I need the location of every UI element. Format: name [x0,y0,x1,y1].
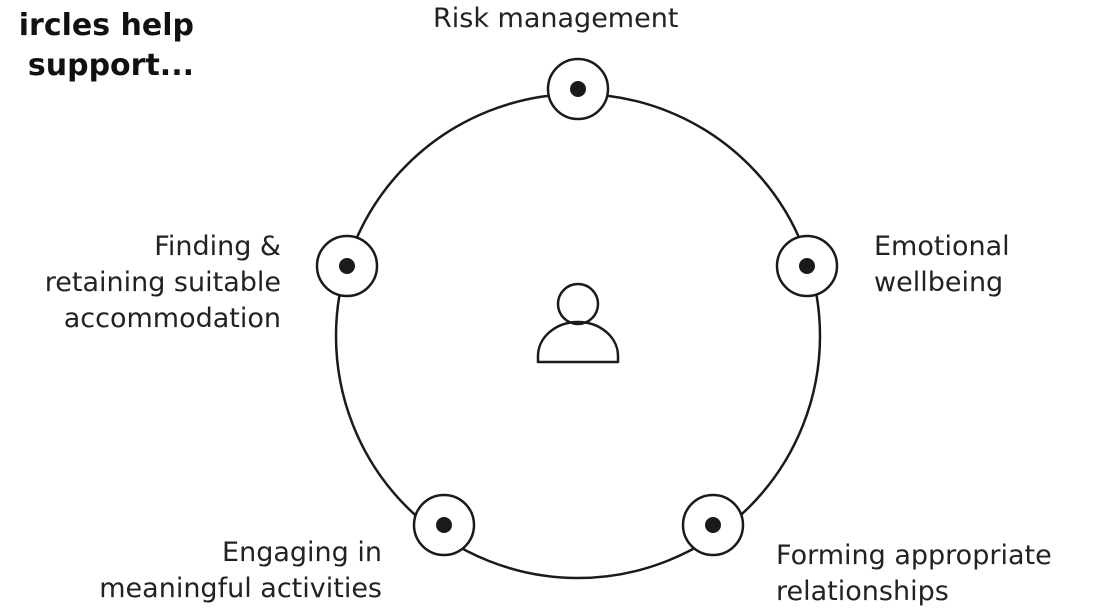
node-emotional-wellbeing-icon [775,234,839,298]
label-line: Engaging in [222,537,382,568]
node-risk-management-icon [546,57,610,121]
label-emotional-wellbeing: Emotional wellbeing [874,229,1010,301]
label-line: Risk management [433,3,679,34]
main-circle [334,92,822,580]
label-line: retaining suitable [44,267,281,298]
label-meaningful-activities: Engaging in meaningful activities [99,535,382,607]
label-relationships: Forming appropriate relationships [776,538,1052,610]
label-line: relationships [776,576,949,607]
label-accommodation: Finding & retaining suitable accommodati… [45,229,281,337]
label-line: Emotional [874,231,1010,262]
node-accommodation-icon [315,234,379,298]
node-relationships-icon [681,493,745,557]
label-line: wellbeing [874,267,1004,298]
heading: ircles help support... [19,6,194,86]
label-line: Forming appropriate [776,540,1052,571]
label-line: accommodation [63,303,281,334]
person-icon [536,282,620,364]
heading-line-2: support... [27,48,194,83]
label-line: Finding & [154,231,281,262]
heading-line-1: ircles help [18,8,194,43]
label-line: meaningful activities [99,573,382,604]
node-meaningful-activities-icon [412,493,476,557]
label-risk-management: Risk management [433,1,678,37]
